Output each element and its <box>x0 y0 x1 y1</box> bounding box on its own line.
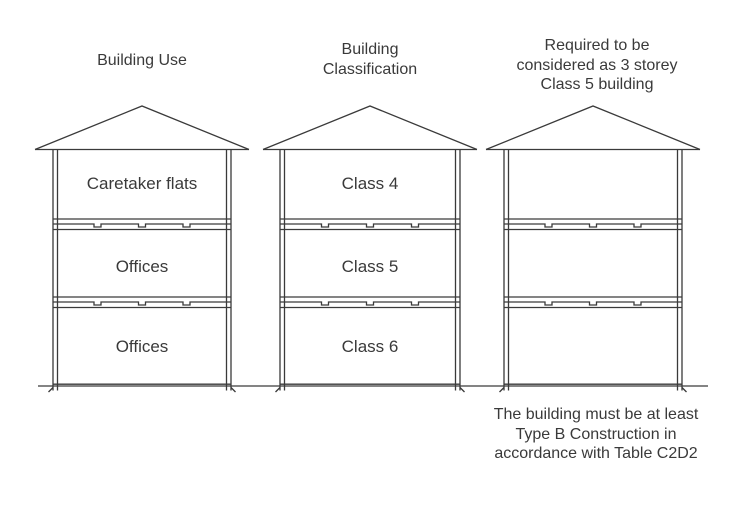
floor-label-class-5: Class 5 <box>341 257 399 276</box>
floor-label-class-4: Class 4 <box>341 174 399 193</box>
building-use-title: Building Use <box>97 52 187 69</box>
building-classification-title: Building Classification <box>322 41 418 78</box>
floor-label-offices-middle: Offices <box>115 257 169 276</box>
required-classification-title: Required to be considered as 3 storey Cl… <box>516 37 678 93</box>
construction-note: The building must be at least Type B Con… <box>493 406 699 462</box>
floor-label-class-6: Class 6 <box>341 337 399 356</box>
floor-label-offices-ground: Offices <box>115 337 169 356</box>
floor-label-caretaker-flats: Caretaker flats <box>86 174 198 193</box>
